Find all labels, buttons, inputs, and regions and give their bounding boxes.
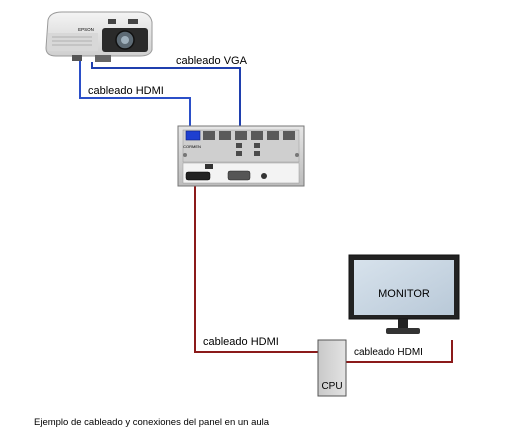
cpu-label: CPU	[321, 381, 342, 392]
panel-vga-port	[227, 170, 251, 181]
panel-brand: CORMEN	[183, 144, 201, 149]
panel-button-2	[219, 131, 231, 140]
panel-power-button	[185, 130, 201, 141]
hdmi-panel-cpu-cable-label: cableado HDMI	[203, 336, 279, 348]
monitor-screen	[354, 260, 454, 315]
cpu-tower: CPU	[317, 339, 347, 397]
panel-button-5	[267, 131, 279, 140]
hdmi-cable-panel-cpu	[194, 184, 318, 353]
panel-button-3	[235, 131, 247, 140]
hdmi-cpu-monitor-cable-label: cableado HDMI	[354, 347, 423, 358]
vga-cable	[91, 62, 241, 128]
panel-audio-port	[261, 173, 267, 179]
monitor-label: MONITOR	[378, 288, 430, 300]
wall-panel: CORMEN	[177, 125, 305, 187]
projector: EPSON	[45, 11, 153, 62]
monitor: MONITOR	[348, 254, 460, 334]
hdmi-cable-cpu-monitor	[344, 340, 453, 363]
vga-cable-label: cableado VGA	[176, 55, 248, 67]
panel-button-4	[251, 131, 263, 140]
hdmi-projector-cable-label: cableado HDMI	[88, 85, 164, 97]
projector-brand: EPSON	[78, 27, 94, 32]
panel-button-6	[283, 131, 295, 140]
panel-hdmi-port	[185, 171, 211, 181]
caption: Ejemplo de cableado y conexiones del pan…	[34, 417, 270, 428]
panel-ethernet-port	[205, 164, 213, 169]
hdmi-cable-projector	[79, 55, 191, 128]
panel-button-1	[203, 131, 215, 140]
